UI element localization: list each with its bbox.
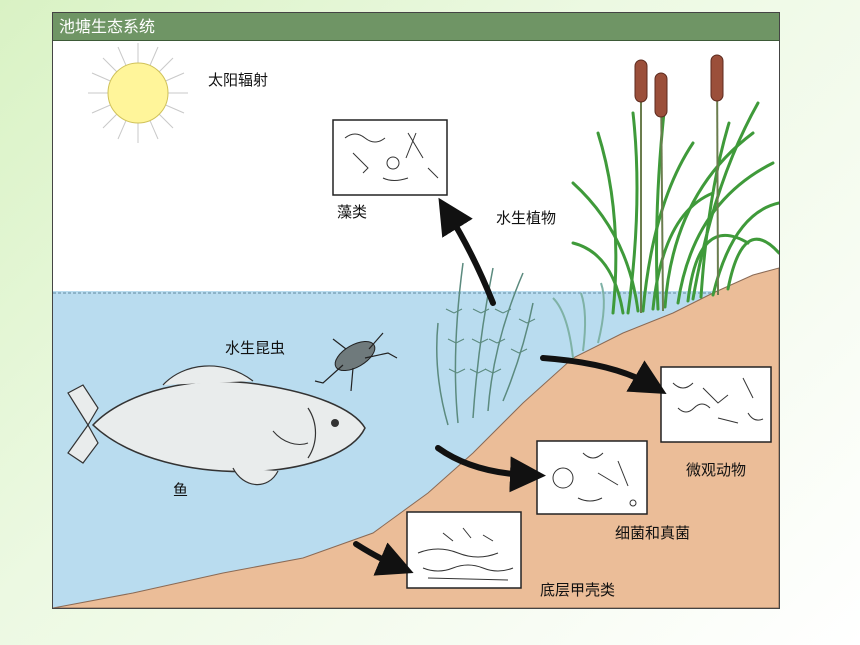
diagram-frame: 池塘生态系统 — [52, 12, 780, 609]
waterweed-icon — [436, 262, 536, 426]
pond-bank — [53, 267, 779, 608]
label-aquatic-plants: 水生植物 — [496, 209, 557, 227]
label-sun: 太阳辐射 — [208, 71, 269, 89]
micro-animals-inset — [660, 366, 772, 443]
arrow-to-algae — [438, 197, 496, 306]
flow-arrows — [353, 197, 667, 576]
arrow-to-micro-animals — [540, 355, 667, 395]
pond-scene — [53, 43, 779, 608]
diagram-title: 池塘生态系统 — [59, 17, 156, 36]
label-benthic-crustaceans: 底层甲壳类 — [540, 581, 616, 599]
water-beetle-icon — [314, 332, 398, 392]
bacteria-fungi-inset — [536, 440, 648, 515]
label-bacteria-fungi: 细菌和真菌 — [615, 524, 691, 542]
title-bar: 池塘生态系统 — [53, 13, 779, 41]
arrow-to-crustaceans — [353, 541, 414, 576]
label-aquatic-insects: 水生昆虫 — [225, 339, 286, 357]
crustaceans-inset — [406, 511, 522, 589]
label-micro-animals: 微观动物 — [686, 461, 747, 479]
sun-icon — [88, 43, 188, 143]
algae-inset — [332, 119, 448, 196]
fish-icon — [67, 365, 366, 486]
label-fish: 鱼 — [173, 481, 189, 499]
label-algae: 藻类 — [337, 203, 368, 221]
arrow-to-bacteria — [435, 445, 546, 493]
reeds-icon — [552, 54, 779, 359]
